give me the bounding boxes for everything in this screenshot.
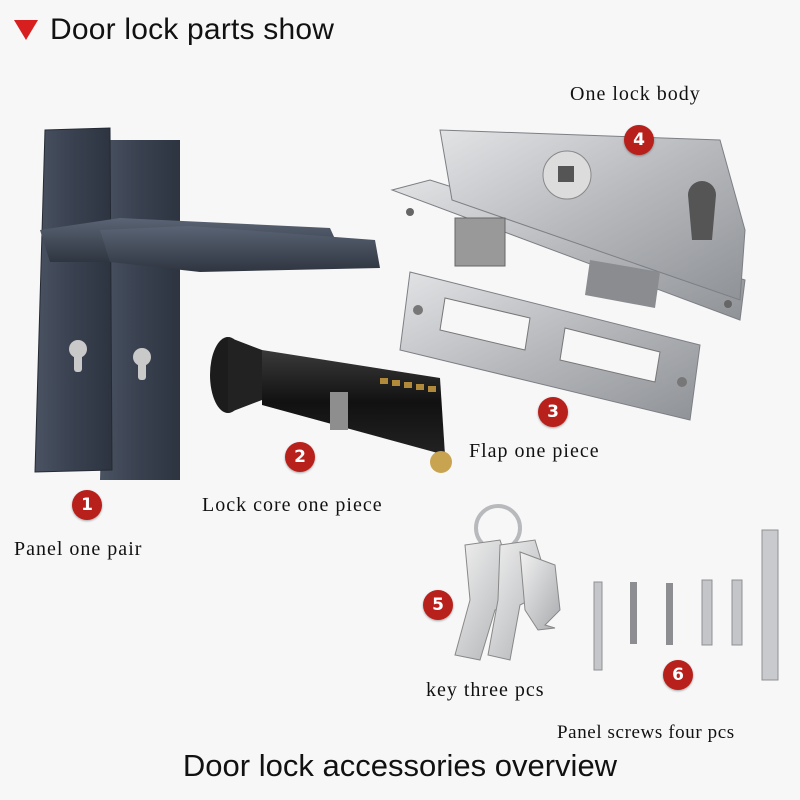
part-label-3: Flap one piece [469,440,600,462]
lock-body-image [390,129,746,321]
part-label-4: One lock body [570,83,701,105]
part-label-1: Panel one pair [14,538,143,560]
part-badge-3: 3 [538,397,568,427]
part-label-5: key three pcs [426,679,545,701]
lock-core-image [210,337,452,473]
part-badge-5: 5 [423,590,453,620]
keys-image [454,504,561,661]
part-badge-6: 6 [663,660,693,690]
part-label-2: Lock core one piece [202,494,383,516]
part-label-6: Panel screws four pcs [557,722,735,743]
page-title: Door lock parts show [50,13,335,46]
panel-screws-image [593,529,779,681]
header: Door lock parts show [14,12,334,48]
part-badge-2: 2 [285,442,315,472]
door-panel-pair-image [34,127,380,480]
part-badge-4: 4 [624,125,654,155]
flap-plate-image [399,271,701,421]
red-down-triangle-icon [14,20,38,40]
part-badge-1: 1 [72,490,102,520]
footer-caption: Door lock accessories overview [182,748,618,783]
